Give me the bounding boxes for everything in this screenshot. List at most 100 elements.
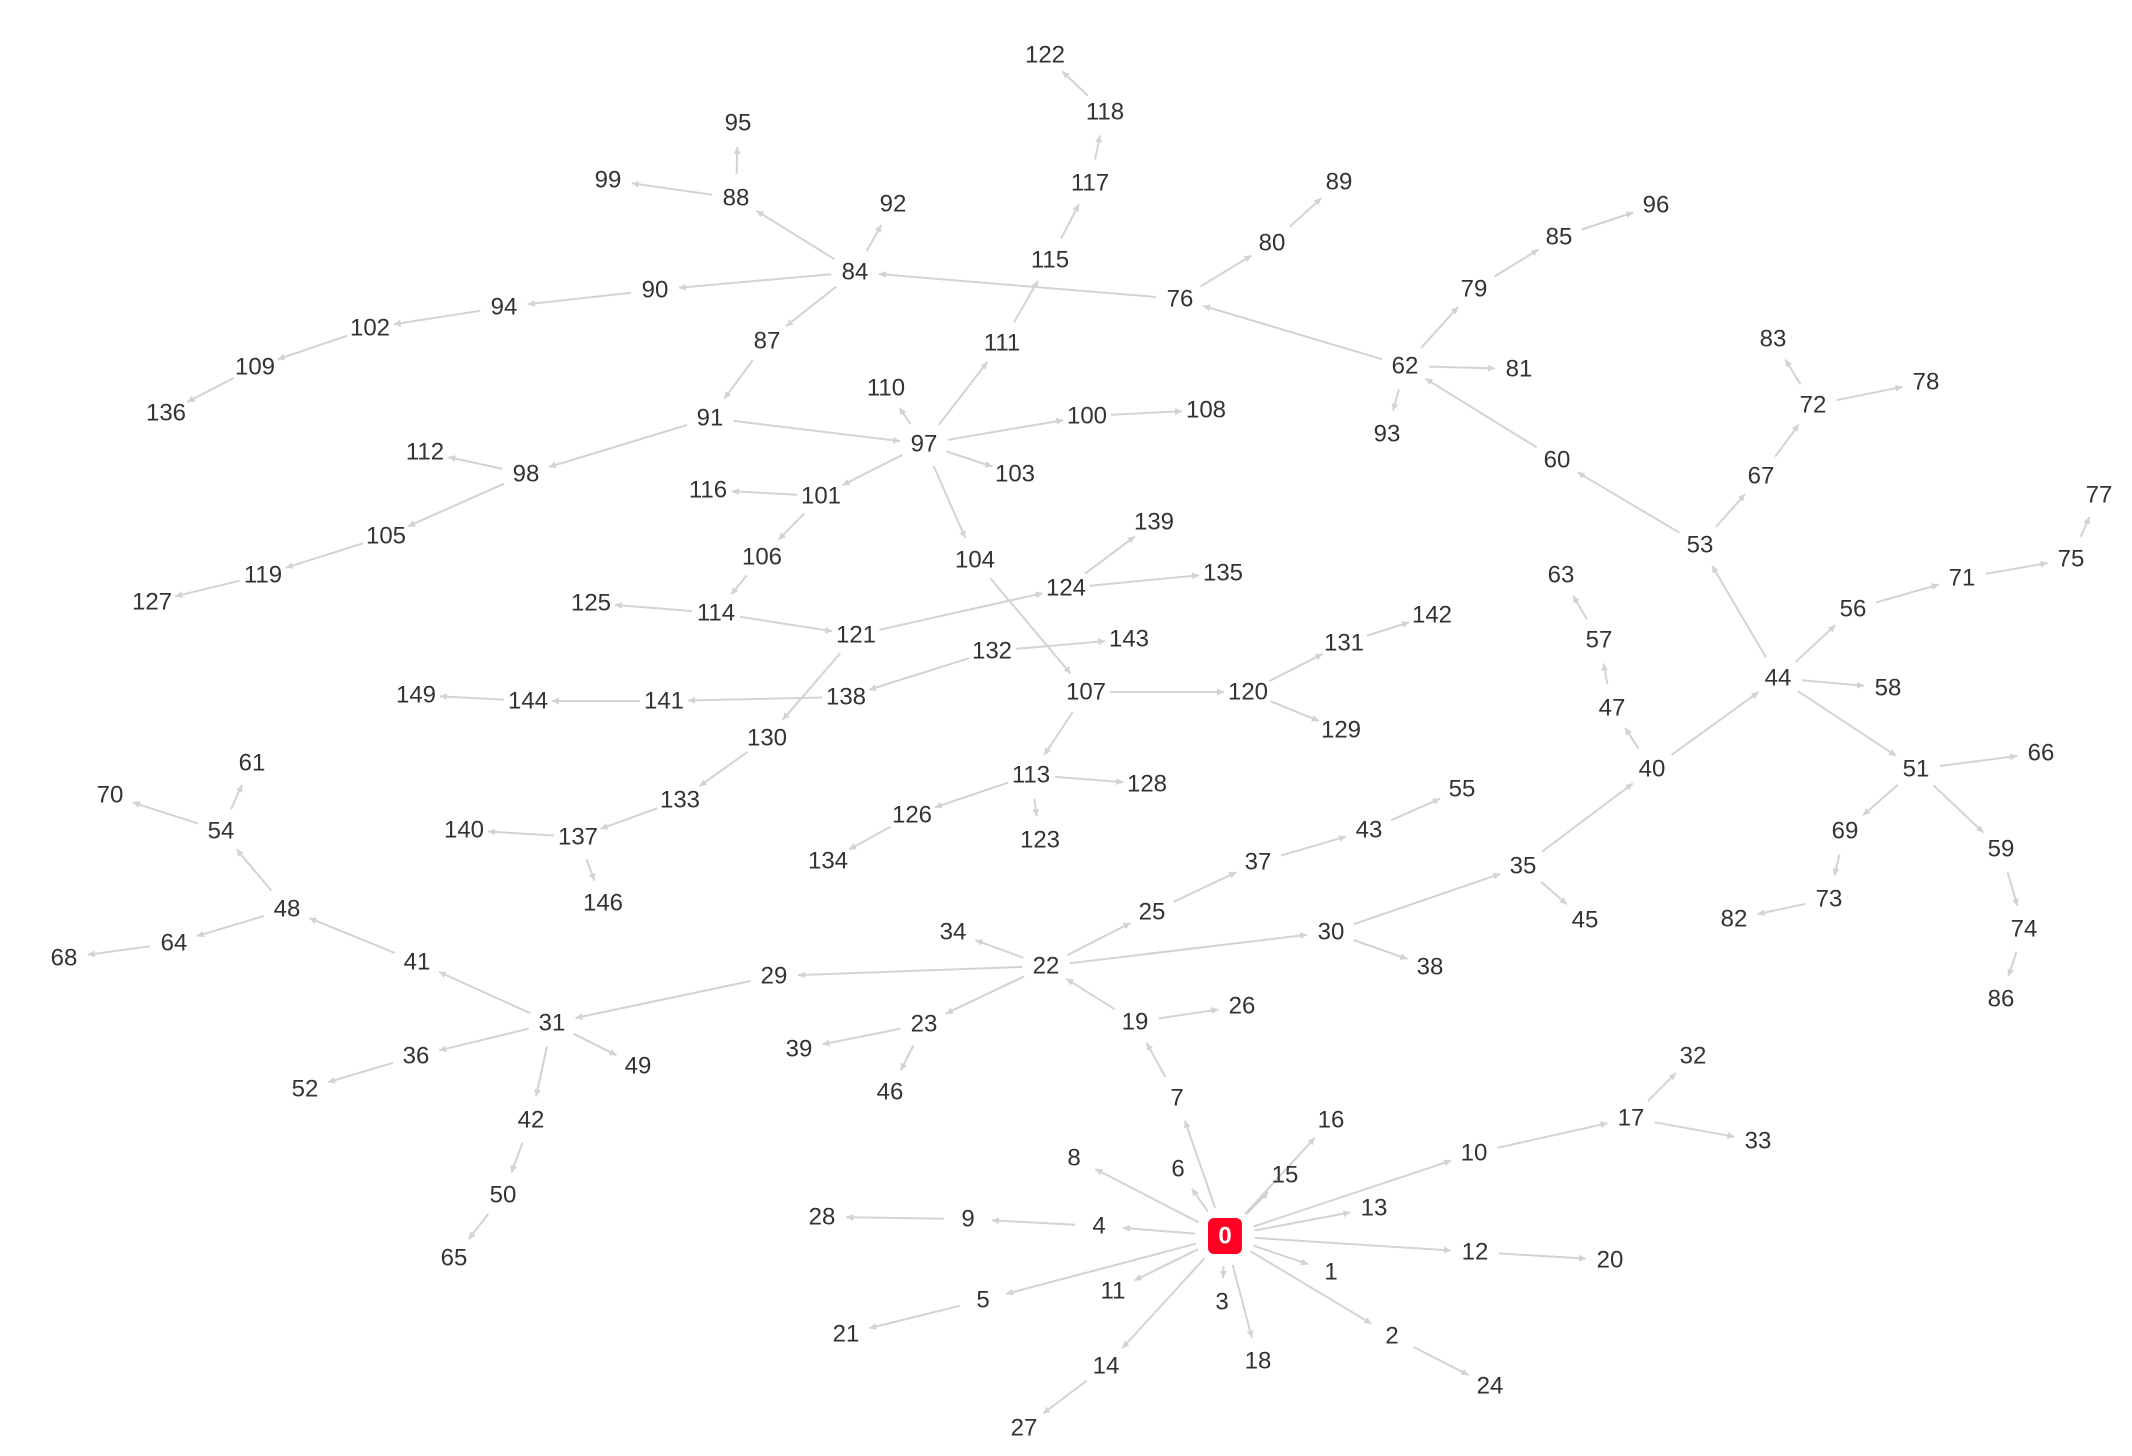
node-48[interactable]: 48 bbox=[274, 896, 301, 923]
node-96[interactable]: 96 bbox=[1643, 192, 1670, 219]
node-85[interactable]: 85 bbox=[1546, 224, 1573, 251]
node-6[interactable]: 6 bbox=[1171, 1156, 1184, 1183]
node-4[interactable]: 4 bbox=[1092, 1213, 1105, 1240]
node-97[interactable]: 97 bbox=[911, 431, 938, 458]
node-1[interactable]: 1 bbox=[1324, 1259, 1337, 1286]
node-126[interactable]: 126 bbox=[892, 802, 932, 829]
node-33[interactable]: 33 bbox=[1745, 1128, 1772, 1155]
node-65[interactable]: 65 bbox=[441, 1245, 468, 1272]
node-83[interactable]: 83 bbox=[1760, 326, 1787, 353]
node-8[interactable]: 8 bbox=[1067, 1145, 1080, 1172]
node-113[interactable]: 113 bbox=[1012, 762, 1050, 789]
node-12[interactable]: 12 bbox=[1462, 1239, 1489, 1266]
node-26[interactable]: 26 bbox=[1229, 993, 1256, 1020]
node-76[interactable]: 76 bbox=[1167, 286, 1194, 313]
node-30[interactable]: 30 bbox=[1318, 919, 1345, 946]
node-13[interactable]: 13 bbox=[1361, 1195, 1388, 1222]
node-32[interactable]: 32 bbox=[1680, 1043, 1707, 1070]
node-52[interactable]: 52 bbox=[292, 1076, 319, 1103]
node-120[interactable]: 120 bbox=[1228, 679, 1268, 706]
node-21[interactable]: 21 bbox=[833, 1321, 860, 1348]
node-72[interactable]: 72 bbox=[1800, 392, 1827, 419]
node-7[interactable]: 7 bbox=[1170, 1085, 1183, 1112]
node-149[interactable]: 149 bbox=[396, 682, 436, 709]
node-130[interactable]: 130 bbox=[747, 725, 787, 752]
node-71[interactable]: 71 bbox=[1949, 565, 1976, 592]
node-70[interactable]: 70 bbox=[97, 782, 124, 809]
node-108[interactable]: 108 bbox=[1186, 397, 1226, 424]
node-34[interactable]: 34 bbox=[940, 919, 967, 946]
node-140[interactable]: 140 bbox=[444, 817, 484, 844]
node-58[interactable]: 58 bbox=[1875, 675, 1902, 702]
node-134[interactable]: 134 bbox=[808, 848, 848, 875]
node-92[interactable]: 92 bbox=[880, 191, 907, 218]
node-116[interactable]: 116 bbox=[689, 477, 727, 504]
node-10[interactable]: 10 bbox=[1461, 1140, 1488, 1167]
node-41[interactable]: 41 bbox=[404, 949, 431, 976]
node-9[interactable]: 9 bbox=[961, 1206, 974, 1233]
node-51[interactable]: 51 bbox=[1903, 756, 1930, 783]
node-54[interactable]: 54 bbox=[208, 818, 235, 845]
node-80[interactable]: 80 bbox=[1259, 230, 1286, 257]
node-138[interactable]: 138 bbox=[826, 684, 866, 711]
node-28[interactable]: 28 bbox=[809, 1204, 836, 1231]
node-77[interactable]: 77 bbox=[2086, 482, 2113, 509]
node-55[interactable]: 55 bbox=[1449, 776, 1476, 803]
node-40[interactable]: 40 bbox=[1639, 756, 1666, 783]
node-127[interactable]: 127 bbox=[132, 589, 172, 616]
node-42[interactable]: 42 bbox=[518, 1107, 545, 1134]
node-14[interactable]: 14 bbox=[1093, 1353, 1120, 1380]
node-61[interactable]: 61 bbox=[239, 750, 266, 777]
node-137[interactable]: 137 bbox=[558, 824, 598, 851]
node-78[interactable]: 78 bbox=[1913, 369, 1940, 396]
node-82[interactable]: 82 bbox=[1721, 906, 1748, 933]
node-68[interactable]: 68 bbox=[51, 945, 78, 972]
node-129[interactable]: 129 bbox=[1321, 717, 1361, 744]
node-125[interactable]: 125 bbox=[571, 590, 611, 617]
node-94[interactable]: 94 bbox=[491, 294, 518, 321]
node-45[interactable]: 45 bbox=[1572, 907, 1599, 934]
node-3[interactable]: 3 bbox=[1215, 1289, 1228, 1316]
node-60[interactable]: 60 bbox=[1544, 447, 1571, 474]
node-132[interactable]: 132 bbox=[972, 638, 1012, 665]
node-25[interactable]: 25 bbox=[1139, 899, 1166, 926]
node-101[interactable]: 101 bbox=[801, 483, 841, 510]
node-88[interactable]: 88 bbox=[723, 185, 750, 212]
node-20[interactable]: 20 bbox=[1597, 1247, 1624, 1274]
node-17[interactable]: 17 bbox=[1618, 1105, 1645, 1132]
node-104[interactable]: 104 bbox=[955, 547, 995, 574]
node-91[interactable]: 91 bbox=[697, 405, 724, 432]
node-103[interactable]: 103 bbox=[995, 461, 1035, 488]
node-57[interactable]: 57 bbox=[1586, 627, 1613, 654]
node-89[interactable]: 89 bbox=[1326, 169, 1353, 196]
node-2[interactable]: 2 bbox=[1385, 1323, 1398, 1350]
node-111[interactable]: 111 bbox=[984, 330, 1020, 357]
node-133[interactable]: 133 bbox=[660, 787, 700, 814]
node-99[interactable]: 99 bbox=[595, 167, 622, 194]
node-44[interactable]: 44 bbox=[1765, 665, 1792, 692]
node-139[interactable]: 139 bbox=[1134, 509, 1174, 536]
node-114[interactable]: 114 bbox=[697, 600, 735, 627]
node-124[interactable]: 124 bbox=[1046, 575, 1086, 602]
node-5[interactable]: 5 bbox=[976, 1287, 989, 1314]
node-56[interactable]: 56 bbox=[1840, 596, 1867, 623]
node-39[interactable]: 39 bbox=[786, 1036, 813, 1063]
node-100[interactable]: 100 bbox=[1067, 403, 1107, 430]
node-62[interactable]: 62 bbox=[1392, 353, 1419, 380]
node-86[interactable]: 86 bbox=[1988, 986, 2015, 1013]
node-79[interactable]: 79 bbox=[1461, 276, 1488, 303]
node-93[interactable]: 93 bbox=[1374, 421, 1401, 448]
node-53[interactable]: 53 bbox=[1687, 532, 1714, 559]
node-106[interactable]: 106 bbox=[742, 544, 782, 571]
node-109[interactable]: 109 bbox=[235, 354, 275, 381]
node-123[interactable]: 123 bbox=[1020, 827, 1060, 854]
node-143[interactable]: 143 bbox=[1109, 626, 1149, 653]
node-24[interactable]: 24 bbox=[1477, 1373, 1504, 1400]
node-118[interactable]: 118 bbox=[1086, 99, 1124, 126]
node-35[interactable]: 35 bbox=[1510, 853, 1537, 880]
node-23[interactable]: 23 bbox=[911, 1011, 938, 1038]
node-112[interactable]: 112 bbox=[406, 439, 444, 466]
node-136[interactable]: 136 bbox=[146, 400, 186, 427]
node-98[interactable]: 98 bbox=[513, 461, 540, 488]
node-135[interactable]: 135 bbox=[1203, 560, 1243, 587]
